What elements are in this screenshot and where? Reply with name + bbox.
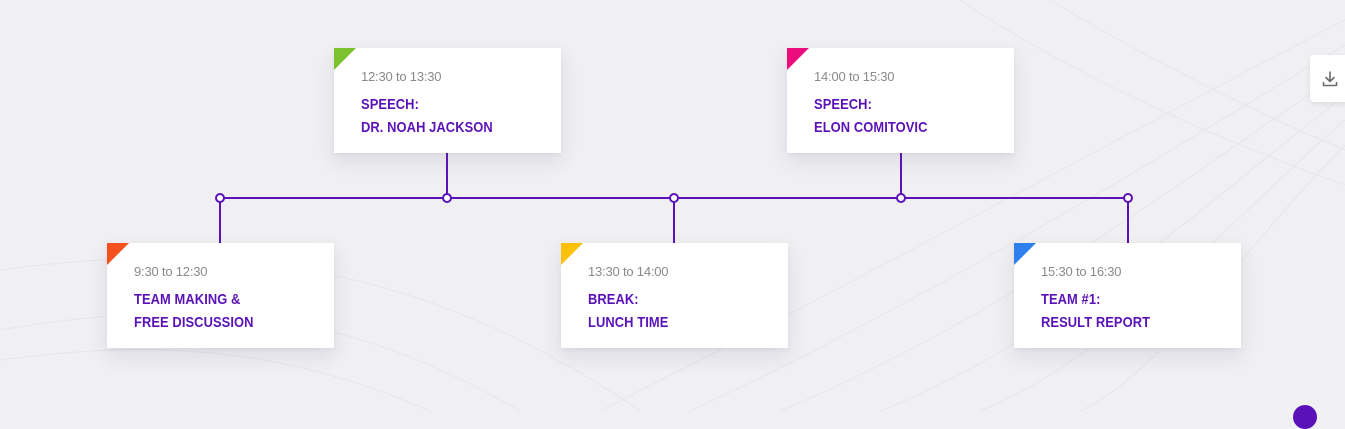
- timeline-node: [215, 193, 225, 203]
- timeline-node: [442, 193, 452, 203]
- corner-marker: [561, 243, 583, 265]
- event-time: 12:30 to 13:30: [361, 69, 442, 84]
- corner-marker: [787, 48, 809, 70]
- event-card-team1-report: 15:30 to 16:30 TEAM #1:RESULT REPORT: [1014, 243, 1241, 348]
- event-title: SPEECH:ELON COMITOVIC: [814, 96, 928, 136]
- scroll-top-indicator[interactable]: [1293, 405, 1317, 429]
- download-icon: [1322, 70, 1338, 86]
- timeline-node: [669, 193, 679, 203]
- event-card-team-making: 9:30 to 12:30 TEAM MAKING &FREE DISCUSSI…: [107, 243, 334, 348]
- corner-marker: [334, 48, 356, 70]
- event-card-speech-elon: 14:00 to 15:30 SPEECH:ELON COMITOVIC: [787, 48, 1014, 153]
- corner-marker: [107, 243, 129, 265]
- download-button[interactable]: [1310, 55, 1345, 102]
- event-card-break-lunch: 13:30 to 14:00 BREAK:LUNCH TIME: [561, 243, 788, 348]
- timeline-node: [1123, 193, 1133, 203]
- event-title: BREAK:LUNCH TIME: [588, 291, 669, 331]
- timeline: [215, 153, 1133, 243]
- event-time: 13:30 to 14:00: [588, 264, 669, 279]
- event-time: 15:30 to 16:30: [1041, 264, 1122, 279]
- corner-marker: [1014, 243, 1036, 265]
- event-card-speech-noah: 12:30 to 13:30 SPEECH:DR. NOAH JACKSON: [334, 48, 561, 153]
- event-time: 14:00 to 15:30: [814, 69, 895, 84]
- event-title: TEAM MAKING &FREE DISCUSSION: [134, 291, 254, 331]
- event-title: TEAM #1:RESULT REPORT: [1041, 291, 1151, 331]
- event-title: SPEECH:DR. NOAH JACKSON: [361, 96, 493, 136]
- timeline-node: [896, 193, 906, 203]
- event-time: 9:30 to 12:30: [134, 264, 208, 279]
